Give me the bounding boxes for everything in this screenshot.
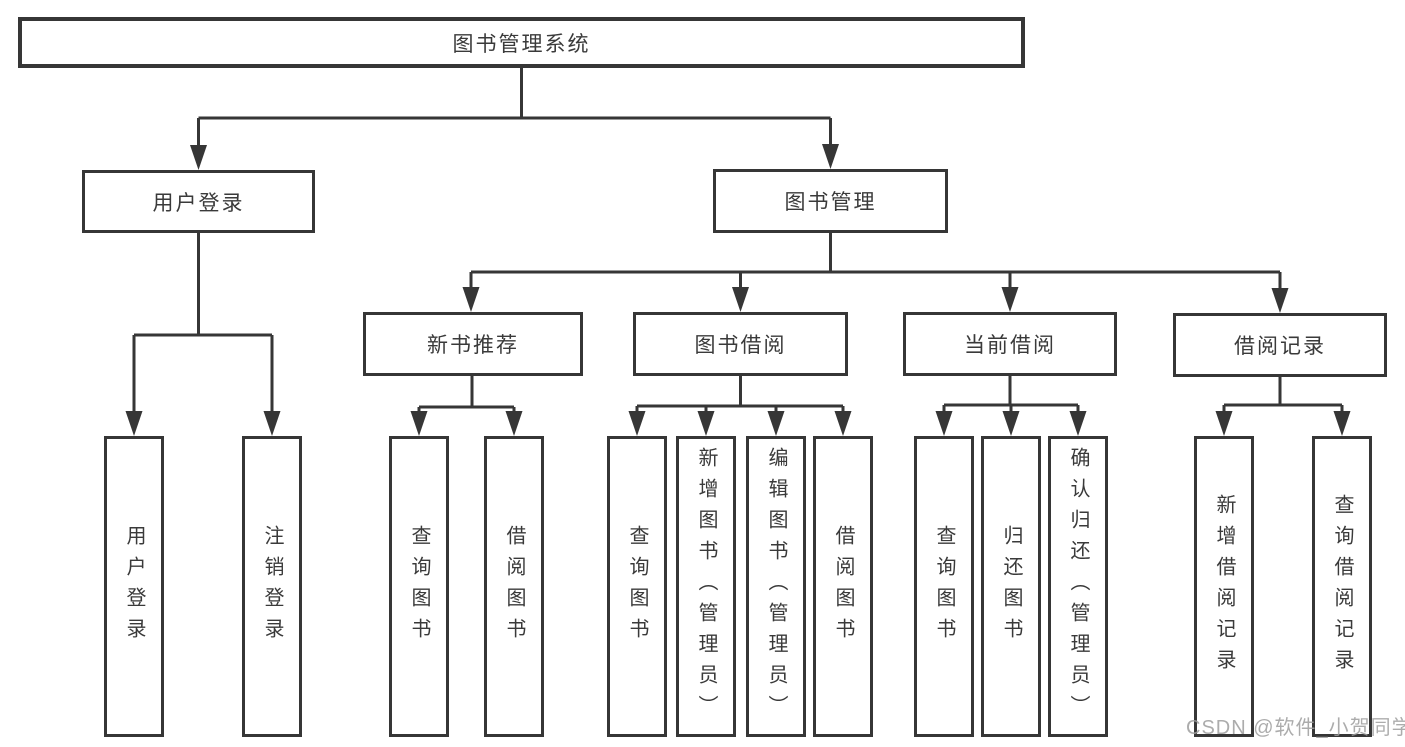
leaf-cb-confirm-return-admin: 确认归还（管理员） xyxy=(1048,436,1108,737)
node-current-borrowing: 当前借阅 xyxy=(903,312,1117,376)
leaf-br-query-record: 查询借阅记录 xyxy=(1312,436,1372,737)
connector-user-login-children xyxy=(125,233,281,436)
leaf-user-login: 用户登录 xyxy=(104,436,164,737)
node-new-book-recommend: 新书推荐 xyxy=(363,312,583,376)
leaf-nb-borrow-books: 借阅图书 xyxy=(484,436,544,737)
node-borrowing-records: 借阅记录 xyxy=(1173,313,1387,377)
connector-new-books-children xyxy=(410,376,523,436)
leaf-label: 新增借阅记录 xyxy=(1213,493,1235,680)
node-book-borrowing: 图书借阅 xyxy=(633,312,848,376)
leaf-bb-query-books: 查询图书 xyxy=(607,436,667,737)
leaf-label: 查询图书 xyxy=(626,524,648,649)
leaf-label: 用户登录 xyxy=(123,524,145,649)
connector-borrow-records-children xyxy=(1215,377,1351,436)
connector-book-mgmt-children xyxy=(462,233,1289,313)
leaf-label: 归还图书 xyxy=(1000,524,1022,649)
leaf-label: 查询图书 xyxy=(933,524,955,649)
connector-root-to-level2 xyxy=(190,68,839,170)
csdn-watermark: CSDN @软件_小贺同学 xyxy=(1186,717,1405,739)
leaf-label: 借阅图书 xyxy=(503,524,525,649)
leaf-cb-return-books: 归还图书 xyxy=(981,436,1041,737)
leaf-label: 查询图书 xyxy=(408,524,430,649)
leaf-bb-add-books-admin: 新增图书（管理员） xyxy=(676,436,736,737)
node-book-management: 图书管理 xyxy=(713,169,948,233)
leaf-label: 编辑图书（管理员） xyxy=(765,447,787,726)
leaf-nb-query-books: 查询图书 xyxy=(389,436,449,737)
node-library-system: 图书管理系统 xyxy=(18,17,1025,68)
leaf-bb-borrow-books: 借阅图书 xyxy=(813,436,873,737)
leaf-label: 注销登录 xyxy=(261,524,283,649)
leaf-label: 确认归还（管理员） xyxy=(1067,447,1089,726)
connector-book-borrow-children xyxy=(628,376,852,436)
leaf-label: 借阅图书 xyxy=(832,524,854,649)
leaf-label: 新增图书（管理员） xyxy=(695,447,717,726)
connector-current-borrow-children xyxy=(935,376,1087,436)
leaf-cb-query-books: 查询图书 xyxy=(914,436,974,737)
leaf-label: 查询借阅记录 xyxy=(1331,493,1353,680)
leaf-br-add-record: 新增借阅记录 xyxy=(1194,436,1254,737)
leaf-logout: 注销登录 xyxy=(242,436,302,737)
node-user-login: 用户登录 xyxy=(82,170,315,233)
leaf-bb-edit-books-admin: 编辑图书（管理员） xyxy=(746,436,806,737)
